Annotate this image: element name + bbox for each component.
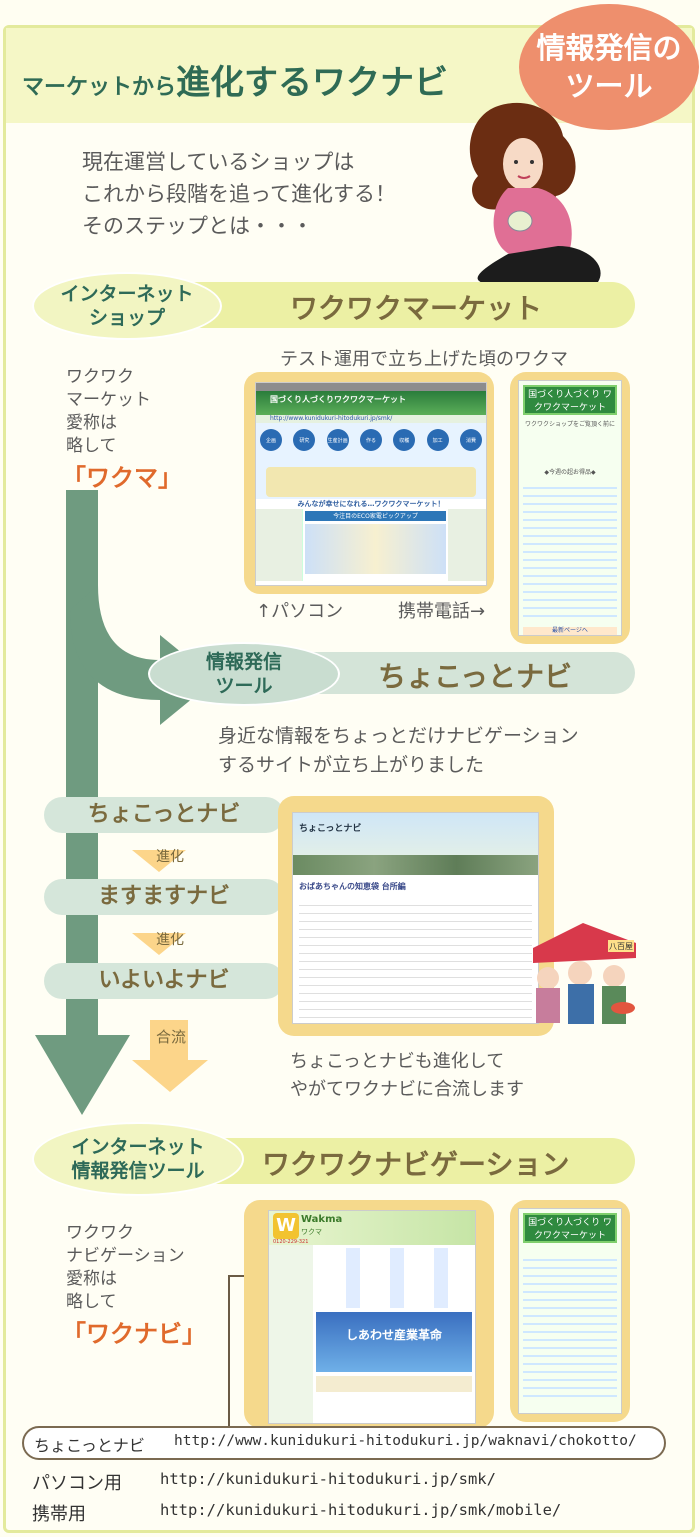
evo-label-1: 進化 — [156, 849, 184, 865]
mobile-section-title: ◆今週の超お得品◆ — [544, 469, 596, 476]
page-title: マーケットから進化するワクナビ — [22, 63, 449, 103]
wakunavi-phone: 0120-229-321 — [273, 1239, 309, 1245]
section1-caption: テスト運用で立ち上げた頃のワクマ — [280, 349, 568, 370]
evo-arrow-2 — [132, 933, 186, 955]
merge-text: ちょこっとナビも進化してやがてワクナビに合流します — [290, 1051, 524, 1100]
merge-label: 合流 — [156, 1028, 187, 1046]
stage-masumasu: ますますナビ — [44, 879, 284, 915]
pc-step-2: 生産計画 — [326, 429, 349, 451]
mobile2-site-title: 国づくり人づくり ワクワクマーケット — [523, 1213, 617, 1243]
evo-label-2: 進化 — [156, 932, 184, 948]
section3-category: インターネット情報発信ツール — [32, 1122, 244, 1196]
wakunavi-logo-sub: ワクマ — [301, 1228, 322, 1236]
section1-nickname: 「ワクマ」 — [62, 464, 182, 492]
section3-name: ワクワクナビゲーション — [262, 1148, 570, 1181]
mobile-footer-link[interactable]: 最新ページへ — [523, 627, 617, 635]
mobile-url-label: 携帯用 — [32, 1504, 86, 1525]
wakunavi-screenshot: W Wakma ワクマ 0120-229-321 しあわせ産業革命 — [268, 1210, 476, 1424]
section1-name: ワクワクマーケット — [290, 292, 543, 325]
section1-category: インターネットショップ — [32, 272, 222, 340]
wakunavi-campaign: しあわせ産業革命 — [316, 1312, 472, 1372]
wakunavi-logo: Wakma — [301, 1214, 343, 1225]
pc-label: ↑パソコン — [256, 601, 344, 622]
chokotto-url-box[interactable] — [22, 1426, 666, 1460]
pc-step-6: 消費 — [459, 429, 482, 451]
pc-banner: みんなが幸せになれる…ワクワクマーケット！ — [256, 499, 486, 509]
pc-eco: 今注目のECO家電ピックアップ — [305, 511, 446, 521]
intro-text: 現在運営しているショップは これから段階を追って進化する！ そのステップとは・・… — [82, 150, 396, 238]
blog-screenshot: ちょこっとナビ おばあちゃんの知恵袋 台所編 — [292, 812, 539, 1024]
stage-iyoiyo: いよいよナビ — [44, 963, 284, 999]
pc-steps-area: 企画研究生産計画作る収穫加工消費 みんなが幸せになれる…ワクワクマーケット！ — [256, 423, 486, 509]
mobile-list — [523, 481, 617, 619]
woman-illustration — [469, 102, 601, 284]
pc-site-title: 国づくり人づくりワクワクマーケット — [256, 391, 486, 415]
pc-step-5: 加工 — [426, 429, 449, 451]
blog-header: ちょこっとナビ — [299, 824, 362, 834]
pc-step-4: 収穫 — [393, 429, 416, 451]
merge-arrow-head — [132, 1060, 208, 1092]
chokotto-url-label: ちょこっとナビ — [34, 1436, 145, 1455]
pc-screenshot: 国づくり人づくりワクワクマーケット http://www.kunidukuri-… — [255, 382, 487, 586]
mobile-label: 携帯電話→ — [398, 601, 486, 622]
section2-desc: 身近な情報をちょっとだけナビゲーションするサイトが立ち上がりました — [218, 725, 579, 776]
section2-category: 情報発信ツール — [148, 642, 340, 706]
shop-people-illustration: 八百屋 — [533, 923, 636, 1024]
shop-sign: 八百屋 — [609, 942, 633, 951]
section2-name: ちょこっとナビ — [378, 660, 573, 693]
merge-arrow-body — [150, 1020, 188, 1060]
pc-url[interactable]: http://kunidukuri-hitodukuri.jp/smk/ — [160, 1470, 496, 1488]
mobile-screenshot: 国づくり人づくり ワクワクマーケット ワクワクショップをご覧頂く前に ◆今週の超… — [518, 380, 622, 636]
mobile-url[interactable]: http://kunidukuri-hitodukuri.jp/smk/mobi… — [160, 1501, 562, 1519]
chokotto-url[interactable]: http://www.kunidukuri-hitodukuri.jp/wakn… — [174, 1433, 637, 1449]
stage-chokotto: ちょこっとナビ — [44, 797, 284, 833]
pc-step-1: 研究 — [293, 429, 316, 451]
evo-arrow-1 — [132, 850, 186, 872]
pc-step-3: 作る — [359, 429, 382, 451]
header-badge: 情報発信のツール — [519, 4, 699, 130]
section3-nickname: 「ワクナビ」 — [62, 1320, 206, 1348]
pc-step-0: 企画 — [260, 429, 282, 451]
pc-site-url: http://www.kunidukuri-hitodukuri.jp/smk/ — [256, 415, 486, 423]
flow-arrow — [35, 490, 215, 1115]
blog-post-title: おばあちゃんの知恵袋 台所編 — [299, 882, 406, 891]
mobile2-screenshot: 国づくり人づくり ワクワクマーケット — [518, 1208, 622, 1414]
pc-url-label: パソコン用 — [32, 1473, 122, 1494]
mobile-site-title: 国づくり人づくり ワクワクマーケット — [523, 385, 617, 415]
section1-nick: ワクワクマーケット愛称は略して — [66, 367, 151, 456]
section3-nick: ワクワクナビゲーション愛称は略して — [66, 1223, 185, 1312]
mobile-welcome: ワクワクショップをご覧頂く前に — [524, 421, 615, 428]
